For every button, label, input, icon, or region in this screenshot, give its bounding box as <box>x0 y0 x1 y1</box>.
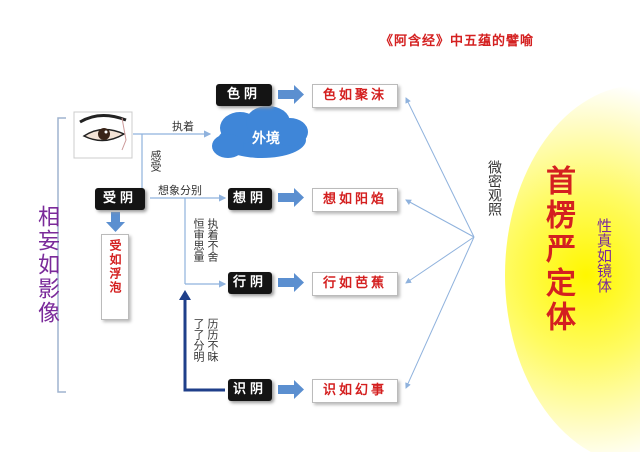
left-label: 相妄如影像 <box>34 205 59 325</box>
return-arrow <box>183 298 225 392</box>
conv-line-xiang <box>405 199 475 238</box>
block-arrow-xing <box>278 273 304 292</box>
aggregate-shi-box: 识阴 <box>228 379 272 401</box>
simile-xiang-box: 想如阳焰 <box>312 188 398 212</box>
center-label: 首楞严定体 <box>540 165 575 335</box>
label-zhizhe-bushe: 执着不舍 <box>206 218 219 262</box>
right-label: 性真如镜体 <box>595 218 613 293</box>
cloud-label: 外境 <box>252 131 280 147</box>
label-liaoliao: 了了分明 <box>192 318 205 362</box>
eye-icon <box>73 111 133 159</box>
block-arrow-shi <box>278 380 304 399</box>
conv-line-shi <box>405 236 475 389</box>
aggregate-xing-box: 行阴 <box>228 272 272 294</box>
left-bracket <box>57 117 66 393</box>
conv-line-xing <box>405 236 475 284</box>
label-lili: 历历不昧 <box>206 318 219 362</box>
aggregate-se-box: 色阴 <box>216 84 272 106</box>
block-arrow-xiang <box>278 188 304 207</box>
cloud-shape <box>212 106 308 158</box>
simile-xing-box: 行如芭蕉 <box>312 272 398 296</box>
label-hengshen: 恒审思量 <box>192 218 205 262</box>
label-ganshou: 感受 <box>149 150 162 172</box>
diagram-title: 《阿含经》中五蕴的譬喻 <box>380 34 535 49</box>
return-arrowhead <box>179 290 191 300</box>
block-arrow-se <box>278 85 304 104</box>
aggregate-xiang-box: 想阴 <box>228 188 272 210</box>
label-zhizhe: 执着 <box>172 120 194 133</box>
shou-simile-box: 受如浮泡 <box>101 234 129 320</box>
conv-line-se <box>405 97 475 238</box>
simile-shi-box: 识如幻事 <box>312 379 398 403</box>
label-xiangxiang: 想象分别 <box>158 184 202 197</box>
simile-se-box: 色如聚沫 <box>312 84 398 108</box>
block-arrow-shou <box>106 212 125 232</box>
observe-label: 微密观照 <box>486 160 502 216</box>
shouyin-box: 受阴 <box>95 188 145 210</box>
